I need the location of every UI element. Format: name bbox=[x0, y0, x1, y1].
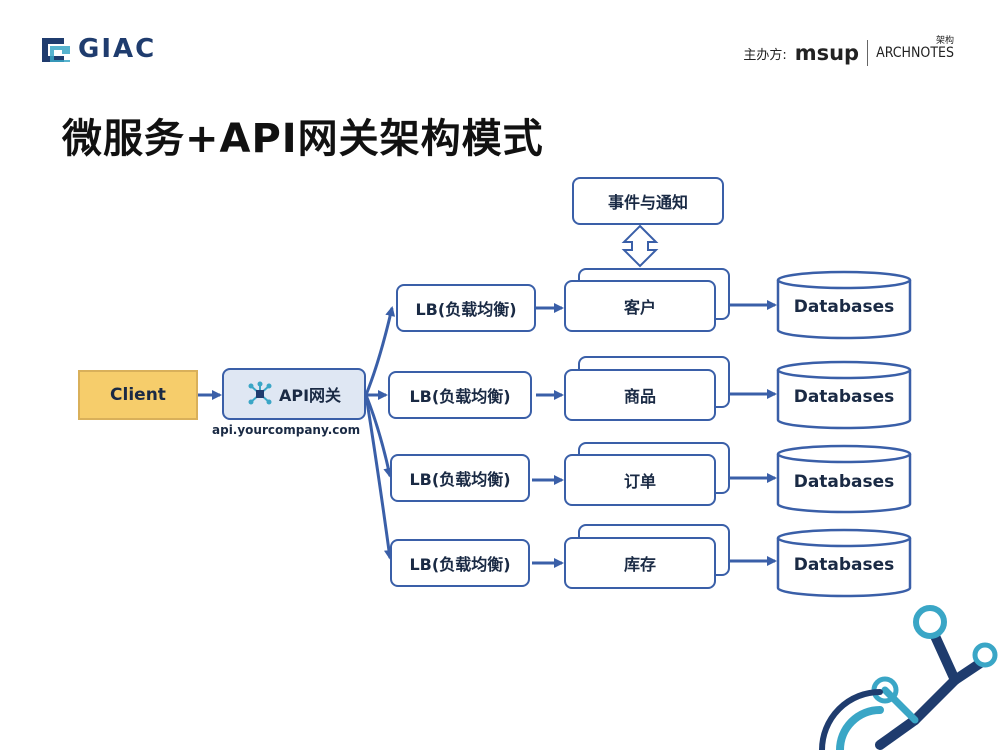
gateway-hub-icon bbox=[248, 381, 272, 405]
lb-label-2: LB(负载均衡) bbox=[409, 387, 511, 406]
msup-logo: msup bbox=[794, 41, 860, 65]
database-cylinder-3 bbox=[776, 444, 912, 514]
lb-label-4: LB(负载均衡) bbox=[409, 555, 511, 574]
page-title: 微服务+API网关架构模式 bbox=[62, 116, 544, 162]
lb-box-4: LB(负载均衡) bbox=[390, 539, 530, 587]
arrow-gateway-lb1 bbox=[364, 306, 396, 396]
database-cylinder-2 bbox=[776, 360, 912, 430]
archnotes-top: 架构 bbox=[935, 36, 954, 46]
giac-logo-icon bbox=[42, 38, 70, 62]
sponsor-divider bbox=[867, 40, 869, 66]
service-label-2: 商品 bbox=[623, 387, 656, 406]
database-cylinder-4 bbox=[776, 528, 912, 598]
client-box: Client bbox=[78, 370, 198, 420]
service-box-3: 订单 bbox=[564, 454, 716, 506]
service-label-1: 客户 bbox=[623, 298, 656, 317]
service-label-3: 订单 bbox=[623, 472, 656, 491]
events-label: 事件与通知 bbox=[607, 193, 688, 212]
db-label-4: Databases bbox=[793, 555, 895, 575]
arrow-gateway-lb4 bbox=[364, 394, 394, 560]
lb-box-1: LB(负载均衡) bbox=[396, 284, 536, 332]
sponsor-label: 主办方: bbox=[743, 47, 787, 63]
archnotes-logo: 架构 ARCHNOTES bbox=[876, 36, 954, 61]
api-gateway-box: API网关 bbox=[222, 368, 366, 420]
db-label-2: Databases bbox=[793, 387, 895, 407]
lb-box-3: LB(负载均衡) bbox=[390, 454, 530, 502]
database-cylinder-1 bbox=[776, 270, 912, 340]
archnotes-text: ARCHNOTES bbox=[876, 45, 954, 61]
arrow-gateway-lb3 bbox=[364, 394, 394, 478]
sponsor-block: 主办方: msup 架构 ARCHNOTES bbox=[743, 36, 954, 66]
lb-box-2: LB(负载均衡) bbox=[388, 371, 532, 419]
db-label-1: Databases bbox=[793, 297, 895, 317]
gateway-label: API网关 bbox=[278, 386, 342, 405]
lb-label-3: LB(负载均衡) bbox=[409, 470, 511, 489]
service-box-2: 商品 bbox=[564, 369, 716, 421]
service-box-4: 库存 bbox=[564, 537, 716, 589]
logo-text: GIAC bbox=[78, 34, 157, 64]
bidirectional-arrow bbox=[621, 224, 659, 268]
service-box-1: 客户 bbox=[564, 280, 716, 332]
client-label: Client bbox=[110, 385, 166, 405]
events-box: 事件与通知 bbox=[572, 177, 724, 225]
molecule-decoration bbox=[819, 605, 998, 750]
lb-label-1: LB(负载均衡) bbox=[415, 300, 517, 319]
service-label-4: 库存 bbox=[623, 555, 656, 574]
db-label-3: Databases bbox=[793, 472, 895, 492]
giac-logo: GIAC bbox=[40, 34, 156, 64]
gateway-url: api.yourcompany.com bbox=[212, 423, 361, 437]
